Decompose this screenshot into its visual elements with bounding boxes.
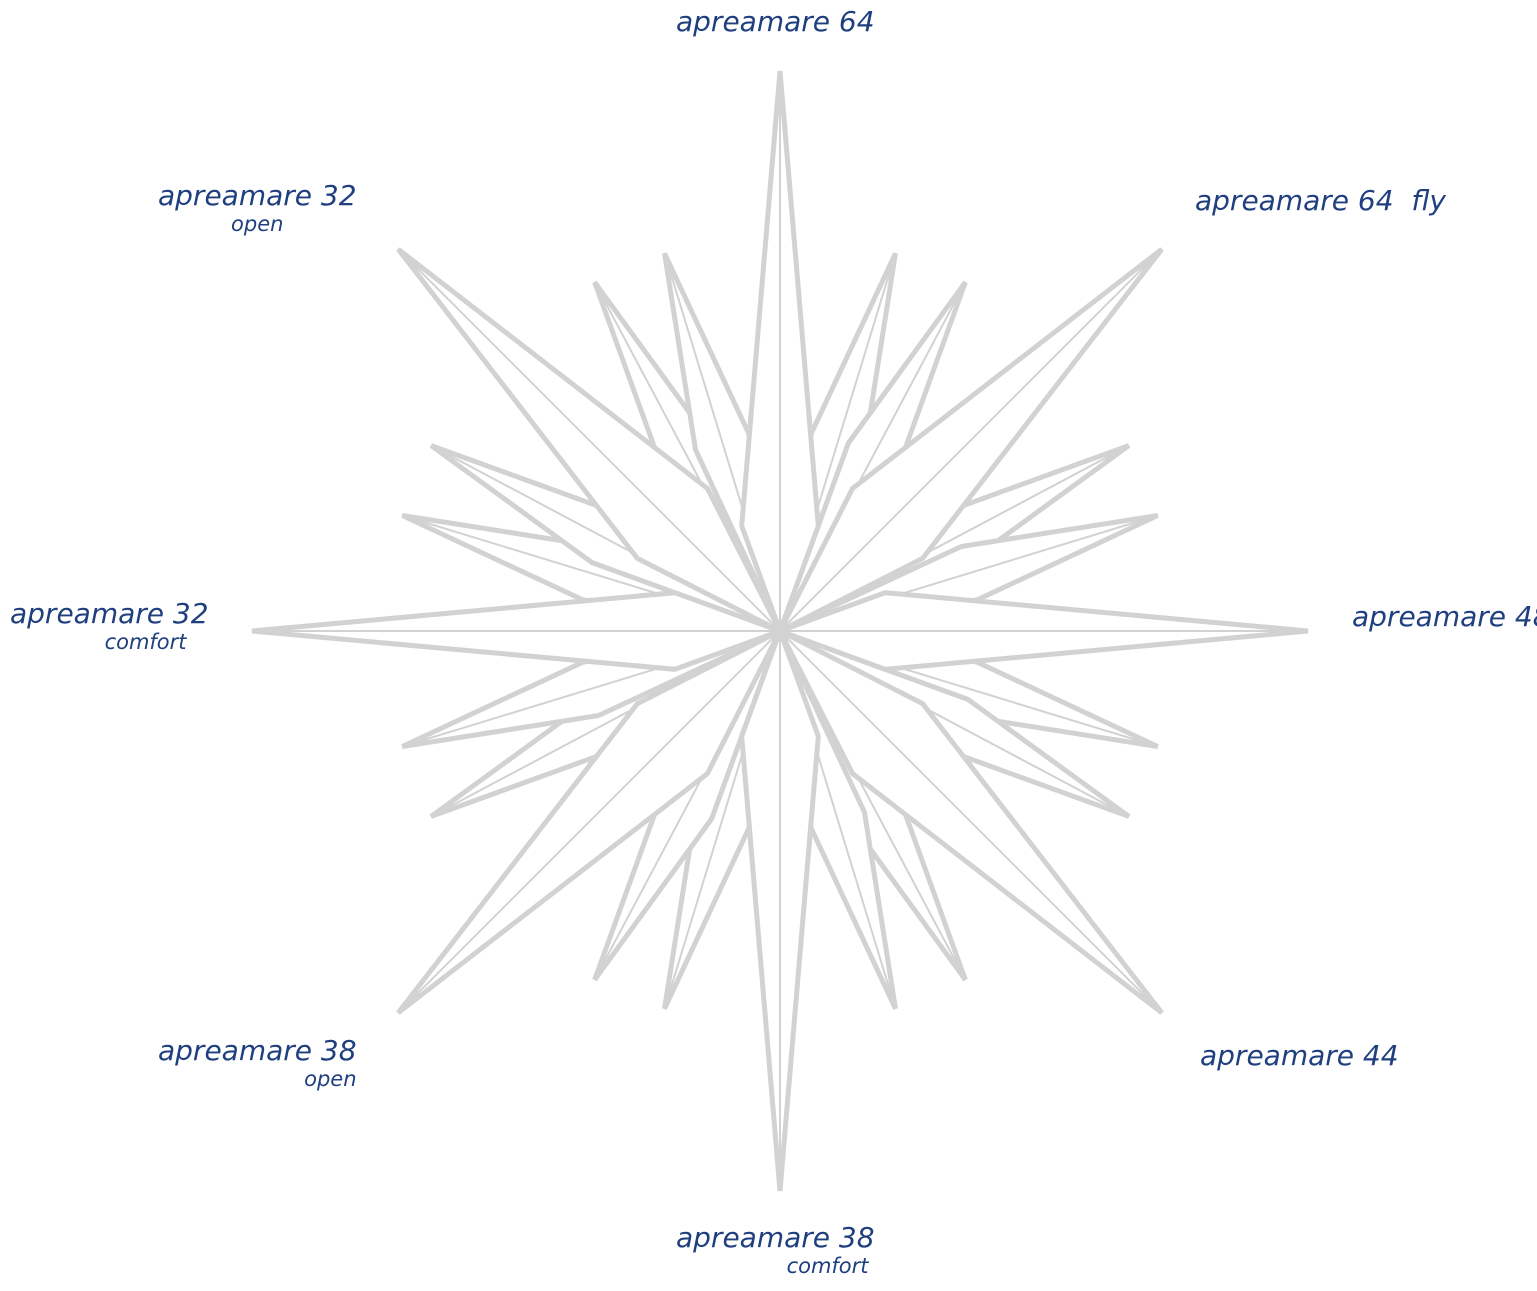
label-south-sub: comfort: [676, 1254, 875, 1278]
label-southeast: apreamare 44: [1200, 1040, 1399, 1072]
label-northwest-sub: open: [158, 212, 357, 236]
label-west-sub: comfort: [10, 630, 209, 654]
label-southwest: apreamare 38 open: [158, 1035, 357, 1091]
compass-center: [776, 627, 784, 635]
label-east-main: apreamare 48: [1352, 601, 1537, 633]
label-southeast-main: apreamare 44: [1200, 1040, 1399, 1072]
label-northeast-main: apreamare 64 fly: [1195, 185, 1446, 217]
label-northwest-main: apreamare 32: [158, 180, 357, 212]
label-south: apreamare 38 comfort: [676, 1222, 875, 1278]
label-west-main: apreamare 32: [10, 598, 209, 630]
label-north-main: apreamare 64: [676, 6, 875, 38]
label-southwest-sub: open: [158, 1067, 357, 1091]
label-south-main: apreamare 38: [676, 1222, 875, 1254]
label-southwest-main: apreamare 38: [158, 1035, 357, 1067]
label-northwest: apreamare 32 open: [158, 180, 357, 236]
label-north: apreamare 64: [676, 6, 875, 38]
label-east: apreamare 48: [1352, 601, 1537, 633]
label-west: apreamare 32 comfort: [10, 598, 209, 654]
label-northeast: apreamare 64 fly: [1195, 185, 1446, 217]
